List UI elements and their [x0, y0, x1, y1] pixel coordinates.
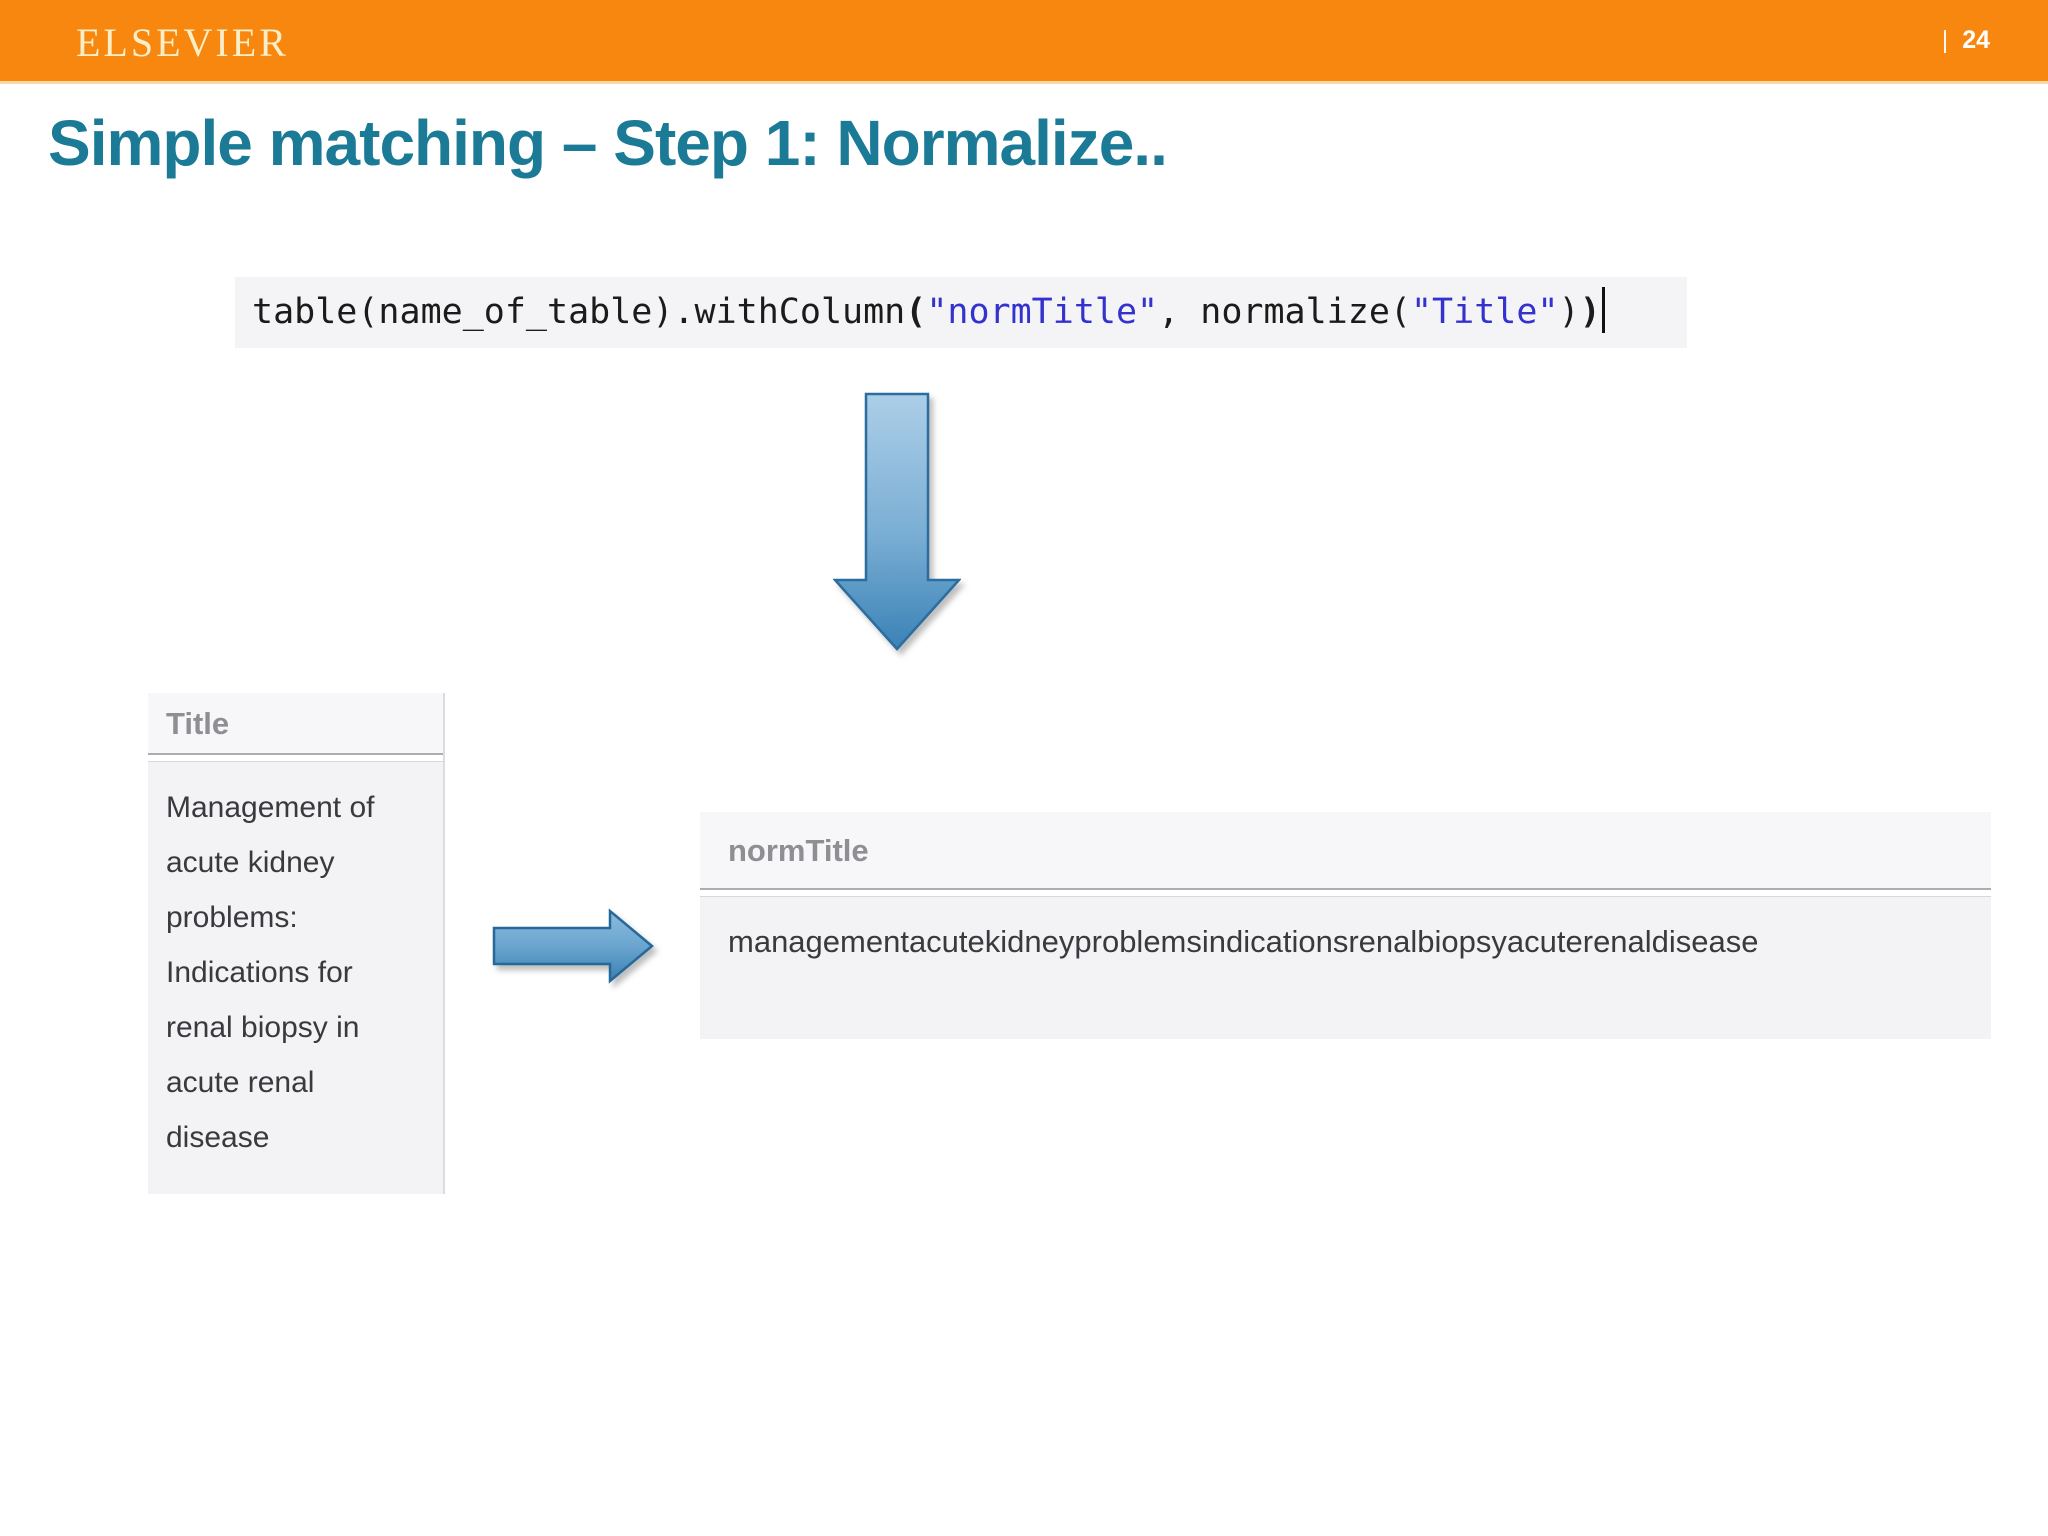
- result-table-header: normTitle: [700, 812, 1991, 890]
- code-token: table(name_of_table).withColumn: [252, 292, 906, 332]
- source-table-header: Title: [148, 693, 443, 755]
- code-token: (: [905, 292, 927, 332]
- code-token: "Title": [1410, 292, 1559, 332]
- table-header-divider: [148, 755, 443, 761]
- code-token: ): [1579, 292, 1601, 332]
- page-separator: |: [1941, 26, 1949, 54]
- elsevier-logo: ELSEVIER: [76, 20, 289, 65]
- code-snippet: table(name_of_table).withColumn("normTit…: [235, 277, 1687, 348]
- code-token: , normalize(: [1158, 292, 1411, 332]
- table-header-divider: [700, 890, 1991, 896]
- code-token: "normTitle": [926, 292, 1159, 332]
- down-arrow-icon: [832, 392, 962, 652]
- source-table-cell: Management of acute kidney problems: Ind…: [148, 761, 443, 1194]
- source-title-table: Title Management of acute kidney problem…: [148, 693, 445, 1194]
- code-token: ): [1558, 292, 1580, 332]
- page-number: 24: [1962, 26, 1990, 54]
- page-indicator: | 24: [1942, 26, 1990, 55]
- slide-title: Simple matching – Step 1: Normalize..: [48, 107, 1168, 179]
- text-cursor: [1601, 287, 1605, 333]
- right-arrow-icon: [492, 908, 656, 984]
- result-normtitle-table: normTitle managementacutekidneyproblemsi…: [700, 812, 1991, 1039]
- header-bar: ELSEVIER | 24: [0, 0, 2048, 84]
- result-table-cell: managementacutekidneyproblemsindications…: [700, 896, 1991, 1039]
